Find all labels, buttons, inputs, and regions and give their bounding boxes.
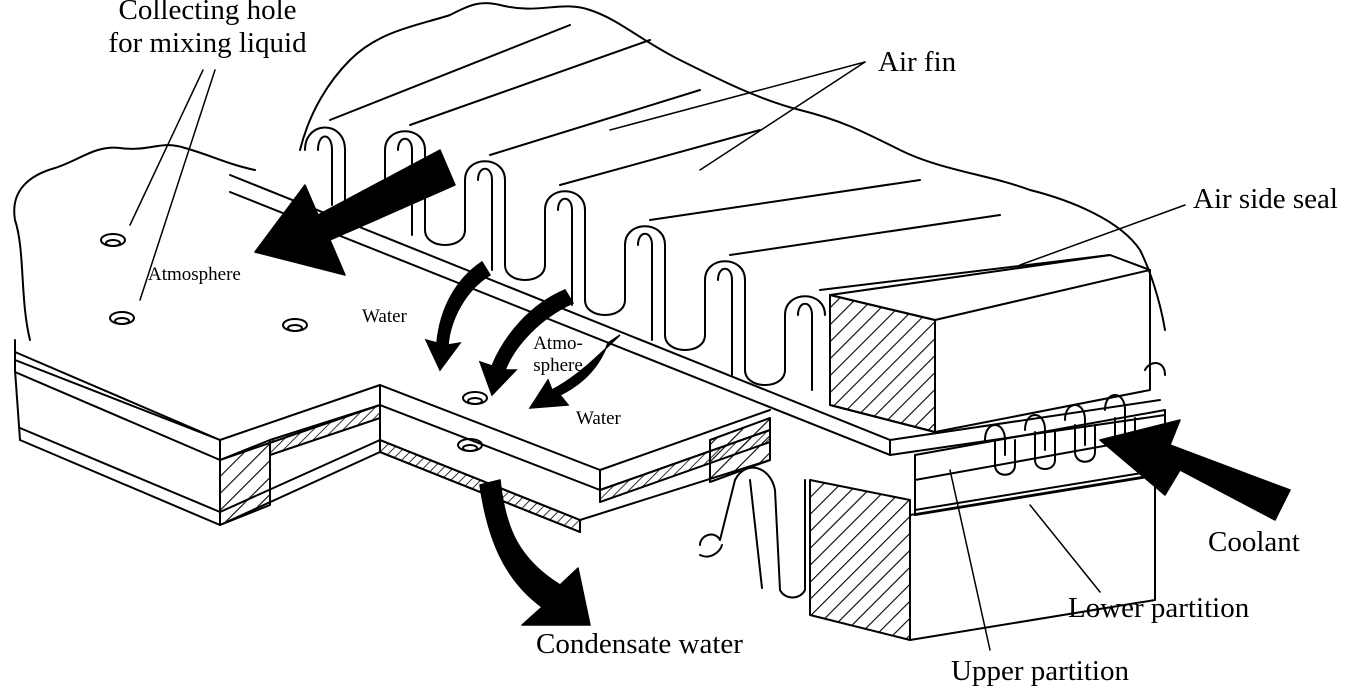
label-upper-partition: Upper partition — [951, 655, 1129, 687]
water-arrow-left — [424, 260, 492, 372]
condensate-arrow — [479, 479, 591, 626]
label-atmosphere-mid-line2: sphere — [533, 354, 583, 376]
atmosphere-out-arrow — [254, 149, 456, 276]
label-lower-partition: Lower partition — [1068, 592, 1250, 624]
label-collecting-hole-line2: for mixing liquid — [108, 27, 307, 60]
atmosphere-arrow-mid — [528, 334, 621, 409]
label-atmosphere-left: Atmosphere — [148, 264, 241, 285]
label-atmosphere-mid: Atmo- sphere — [518, 333, 598, 377]
label-condensate-water: Condensate water — [536, 628, 743, 660]
water-arrow-mid — [478, 289, 575, 397]
coolant-in-arrow — [1099, 419, 1291, 521]
label-coolant: Coolant — [1208, 526, 1300, 558]
collecting-holes — [100, 233, 488, 452]
left-plate-outline — [13, 144, 256, 341]
label-atmosphere-mid-line1: Atmo- — [533, 333, 583, 354]
label-air-fin: Air fin — [878, 46, 957, 78]
label-water-left: Water — [362, 306, 407, 327]
label-collecting-hole-line1: Collecting hole — [118, 0, 297, 26]
label-collecting-hole: Collecting hole for mixing liquid — [70, 0, 345, 61]
label-water-right: Water — [576, 408, 621, 429]
air-fin-outline — [299, 2, 1166, 331]
label-air-side-seal: Air side seal — [1193, 183, 1338, 215]
